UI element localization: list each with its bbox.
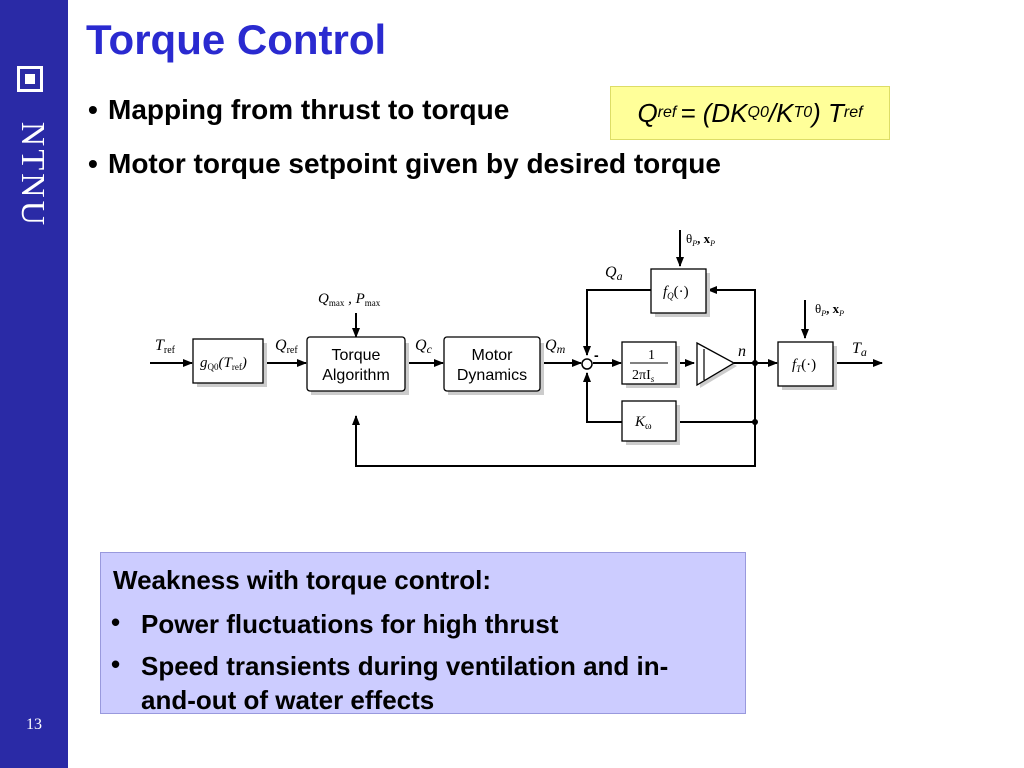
svg-text:fQ(·): fQ(·) bbox=[663, 284, 689, 301]
k-omega-block bbox=[621, 400, 677, 442]
weakness-item-1: •Power fluctuations for high thrust bbox=[111, 607, 559, 639]
weakness-item-2: •Speed transients during ventilation and… bbox=[111, 649, 669, 715]
torque-algorithm-block bbox=[306, 336, 406, 392]
page-number: 13 bbox=[26, 716, 42, 733]
block-diagram: Tref gQ0(Tref) Qref Qmax , Pmax Qc Qm Qa… bbox=[150, 230, 883, 467]
svg-text:Algorithm: Algorithm bbox=[322, 367, 390, 384]
bullet-mapping: •Mapping from thrust to torque bbox=[88, 94, 510, 125]
svg-text:1: 1 bbox=[648, 348, 655, 363]
sidebar: NTNU 13 bbox=[0, 0, 68, 768]
slide-title: Torque Control bbox=[86, 16, 387, 63]
svg-text:Qa: Qa bbox=[605, 264, 623, 283]
ft-block bbox=[777, 341, 834, 387]
svg-text:Motor: Motor bbox=[472, 347, 514, 364]
weakness-title: Weakness with torque control: bbox=[113, 565, 492, 595]
motor-dynamics-block bbox=[443, 336, 541, 392]
svg-text:n: n bbox=[738, 343, 746, 360]
svg-text:Qm: Qm bbox=[545, 337, 566, 356]
svg-text:Qc: Qc bbox=[415, 337, 433, 356]
svg-text:θP, xP: θP, xP bbox=[815, 301, 844, 318]
svg-text:gQ0(Tref): gQ0(Tref) bbox=[200, 355, 247, 372]
svg-text:fT(·): fT(·) bbox=[792, 357, 816, 374]
svg-text:Torque: Torque bbox=[332, 347, 381, 364]
svg-text:θP, xP: θP, xP bbox=[686, 231, 715, 248]
fq-block bbox=[650, 268, 707, 314]
svg-text:Qref: Qref bbox=[275, 337, 298, 356]
ntnu-logo-icon bbox=[17, 66, 43, 92]
gain-triangle bbox=[696, 341, 736, 387]
svg-text:2πIs: 2πIs bbox=[632, 368, 655, 384]
svg-text:Kω: Kω bbox=[634, 414, 652, 432]
bullet-setpoint: •Motor torque setpoint given by desired … bbox=[88, 148, 721, 179]
svg-text:Dynamics: Dynamics bbox=[457, 367, 527, 384]
svg-text:Qmax , Pmax: Qmax , Pmax bbox=[318, 291, 381, 308]
g-block bbox=[192, 338, 264, 384]
logo-text: NTNU bbox=[14, 121, 51, 229]
svg-text:Ta: Ta bbox=[852, 340, 867, 359]
svg-text:-: - bbox=[594, 347, 599, 363]
weakness-box: Weakness with torque control: •Power flu… bbox=[100, 552, 746, 715]
svg-text:Tref: Tref bbox=[155, 337, 176, 356]
